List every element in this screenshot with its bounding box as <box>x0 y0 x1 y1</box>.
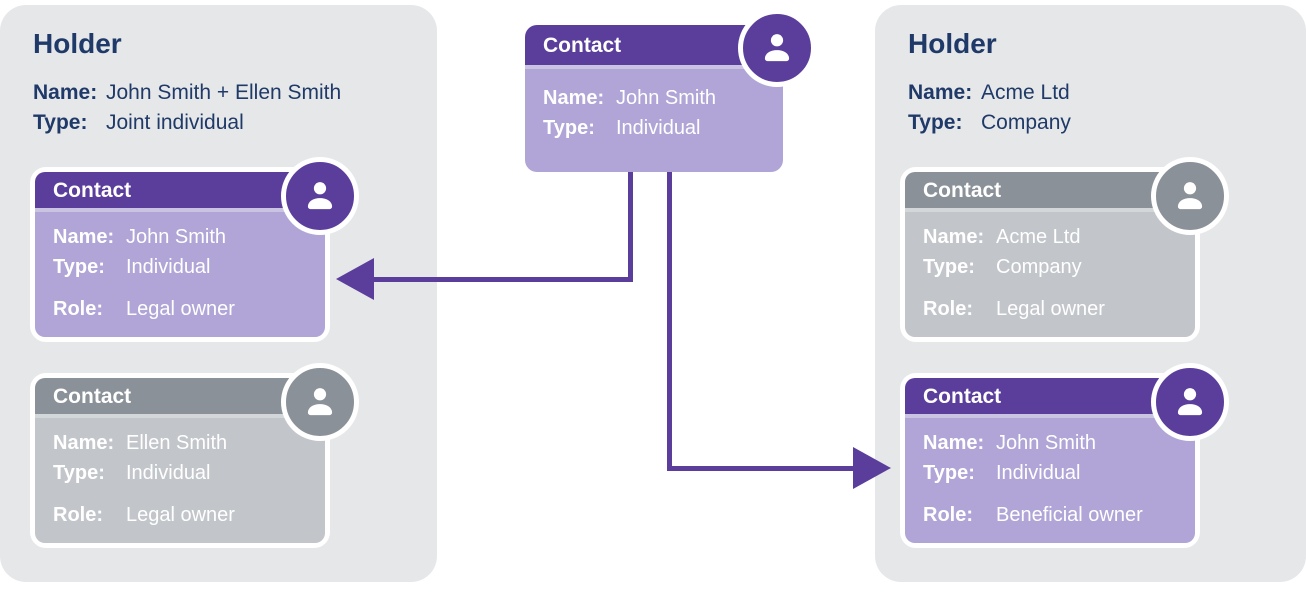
type-label: Type: <box>908 111 963 134</box>
contact-card-center: Contact Name:John Smith Type:Individual <box>525 9 816 172</box>
person-icon-glyph <box>1177 182 1203 210</box>
contact-name-value: Acme Ltd <box>996 226 1081 248</box>
contact-card-body: Name: John Smith Type: Individual Role: Leg… <box>35 212 325 337</box>
contact-type-row: Type: Individual <box>53 458 307 488</box>
contact-name-row: Name: Acme Ltd <box>923 222 1177 252</box>
name-label: Name: <box>908 81 973 104</box>
contact-role-row: Role: Legal owner <box>923 294 1177 324</box>
contact-card-body: Name: Acme Ltd Type: Company Role: Legal ow… <box>905 212 1195 337</box>
type-label: Type: <box>53 462 105 484</box>
contact-name-row: Name: John Smith <box>53 222 307 252</box>
connector-horizontal-right <box>667 466 855 471</box>
card-separator <box>905 208 1195 212</box>
contact-card-right-2: Contact Name: John Smith Type: Individual … <box>900 363 1229 548</box>
type-label: Type: <box>923 462 975 484</box>
contact-card-header: Contact <box>35 378 325 414</box>
person-icon-glyph <box>307 388 333 416</box>
name-label: Name: <box>543 87 605 109</box>
contact-type-value: Individual <box>616 117 701 139</box>
card-separator <box>35 208 325 212</box>
connector-vertical-right <box>667 172 672 471</box>
person-icon <box>738 9 816 87</box>
contact-card-header: Contact <box>905 172 1195 208</box>
person-icon <box>1151 363 1229 441</box>
holder-name-value: Acme Ltd <box>981 81 1070 104</box>
arrow-right-icon <box>853 447 891 489</box>
contact-type-row: Type: Individual <box>543 113 765 143</box>
person-icon <box>281 157 359 235</box>
contact-type-row: Type: Company <box>923 252 1177 282</box>
holder-name-value: John Smith + Ellen Smith <box>106 81 342 104</box>
holder-title: Holder <box>33 28 122 59</box>
connector-vertical-left <box>628 172 633 282</box>
holder-info: Name: Acme Ltd Type: Company <box>908 78 1071 138</box>
person-icon-glyph <box>307 182 333 210</box>
card-separator <box>905 414 1195 418</box>
person-icon <box>281 363 359 441</box>
card-separator <box>35 414 325 418</box>
contact-role-value: Legal owner <box>126 504 235 526</box>
name-label: Name: <box>33 81 98 104</box>
contact-type-row: Type: Individual <box>53 252 307 282</box>
contact-name-row: Name: John Smith <box>543 83 765 113</box>
holder-title: Holder <box>908 28 997 59</box>
holder-type-value: Company <box>981 111 1071 134</box>
person-icon <box>1151 157 1229 235</box>
holder-name-row: Name: Acme Ltd <box>908 78 1071 108</box>
name-label: Name: <box>923 226 985 248</box>
contact-type-value: Individual <box>126 256 211 278</box>
contact-role-value: Beneficial owner <box>996 504 1143 526</box>
contact-type-row: Type: Individual <box>923 458 1177 488</box>
contact-type-value: Individual <box>996 462 1081 484</box>
contact-name-value: John Smith <box>996 432 1097 454</box>
contact-type-value: Company <box>996 256 1082 278</box>
type-label: Type: <box>53 256 105 278</box>
contact-name-value: John Smith <box>616 87 717 109</box>
contact-card-header: Contact <box>905 378 1195 414</box>
role-label: Role: <box>53 504 103 526</box>
contact-type-value: Individual <box>126 462 211 484</box>
role-label: Role: <box>53 298 103 320</box>
holder-type-row: Type: Joint individual <box>33 108 341 138</box>
type-label: Type: <box>923 256 975 278</box>
contact-role-row: Role: Beneficial owner <box>923 500 1177 530</box>
holder-info: Name: John Smith + Ellen Smith Type: Joint… <box>33 78 341 138</box>
contact-name-value: Ellen Smith <box>126 432 228 454</box>
contact-role-row: Role: Legal owner <box>53 294 307 324</box>
holder-type-row: Type: Company <box>908 108 1071 138</box>
contact-role-row: Role: Legal owner <box>53 500 307 530</box>
contact-card-right-1: Contact Name: Acme Ltd Type: Company Role:… <box>900 157 1229 342</box>
person-icon-glyph <box>1177 388 1203 416</box>
connector-horizontal-left <box>372 277 633 282</box>
contact-role-value: Legal owner <box>126 298 235 320</box>
contact-role-value: Legal owner <box>996 298 1105 320</box>
person-icon-glyph <box>764 34 790 62</box>
contact-name-row: Name: Ellen Smith <box>53 428 307 458</box>
holder-name-row: Name: John Smith + Ellen Smith <box>33 78 341 108</box>
type-label: Type: <box>33 111 88 134</box>
contact-card-body: Name: John Smith Type: Individual <box>525 69 783 172</box>
holder-type-value: Joint individual <box>106 111 244 134</box>
name-label: Name: <box>923 432 985 454</box>
contact-card-body: Name: Ellen Smith Type: Individual Role: Le… <box>35 418 325 543</box>
name-label: Name: <box>53 432 115 454</box>
arrow-left-icon <box>336 258 374 300</box>
role-label: Role: <box>923 298 973 320</box>
contact-name-value: John Smith <box>126 226 227 248</box>
contact-card-left-1: Contact Name: John Smith Type: Individual … <box>30 157 359 342</box>
role-label: Role: <box>923 504 973 526</box>
contact-card-body: Name: John Smith Type: Individual Role: Ben… <box>905 418 1195 543</box>
contact-card-left-2: Contact Name: Ellen Smith Type: Individual… <box>30 363 359 548</box>
type-label: Type: <box>543 117 595 139</box>
contact-name-row: Name: John Smith <box>923 428 1177 458</box>
card-separator <box>525 65 783 69</box>
name-label: Name: <box>53 226 115 248</box>
contact-card-header: Contact <box>35 172 325 208</box>
